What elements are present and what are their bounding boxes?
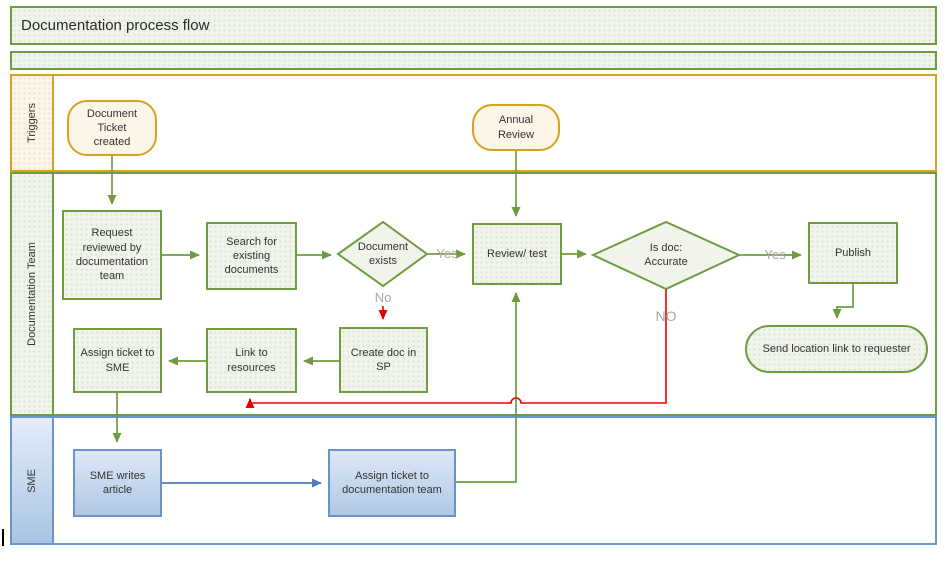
node-document-ticket-created[interactable]: Document Ticket created [67,100,157,156]
edge-accurate-no-to-link[interactable] [245,289,667,408]
lane-triggers-header[interactable]: Triggers [12,76,54,170]
lane-documentation-team-header[interactable]: Documentation Team [12,174,54,414]
node-search-existing[interactable]: Search for existing documents [206,222,297,290]
label-accurate-yes: Yes [764,247,786,262]
node-request-reviewed[interactable]: Request reviewed by documentation team [62,210,162,300]
node-publish[interactable]: Publish [808,222,898,284]
node-annual-review[interactable]: Annual Review [472,104,560,151]
node-is-doc-accurate-shape[interactable] [590,220,742,291]
node-create-doc-sp[interactable]: Create doc in SP [339,327,428,393]
label-document-exists-no: No [374,290,392,305]
node-sme-writes-article[interactable]: SME writes article [73,449,162,517]
cursor-artifact [2,529,4,546]
diagram-title: Documentation process flow [10,6,937,45]
label-document-exists-yes: Yes [436,246,458,261]
node-link-to-resources[interactable]: Link to resources [206,328,297,393]
node-review-test[interactable]: Review/ test [472,223,562,285]
lane-sme: SME [10,416,937,545]
node-document-exists-label: Document exists [357,240,409,267]
node-send-location-link[interactable]: Send location link to requester [745,325,928,373]
lane-documentation-team: Documentation Team [10,172,937,416]
lane-sme-header[interactable]: SME [12,418,54,543]
node-is-doc-accurate-label: Is doc: Accurate [644,241,688,268]
node-document-exists-shape[interactable] [336,220,429,288]
node-assign-ticket-sme[interactable]: Assign ticket to SME [73,328,162,393]
node-assign-ticket-docteam[interactable]: Assign ticket to documentation team [328,449,456,517]
label-accurate-no: NO [655,308,677,324]
edge-publish-to-sendlocation[interactable] [832,284,854,319]
lane-triggers: Triggers [10,74,937,172]
edge-assigndocteam-to-review[interactable] [456,292,521,483]
phase-band [10,51,937,70]
